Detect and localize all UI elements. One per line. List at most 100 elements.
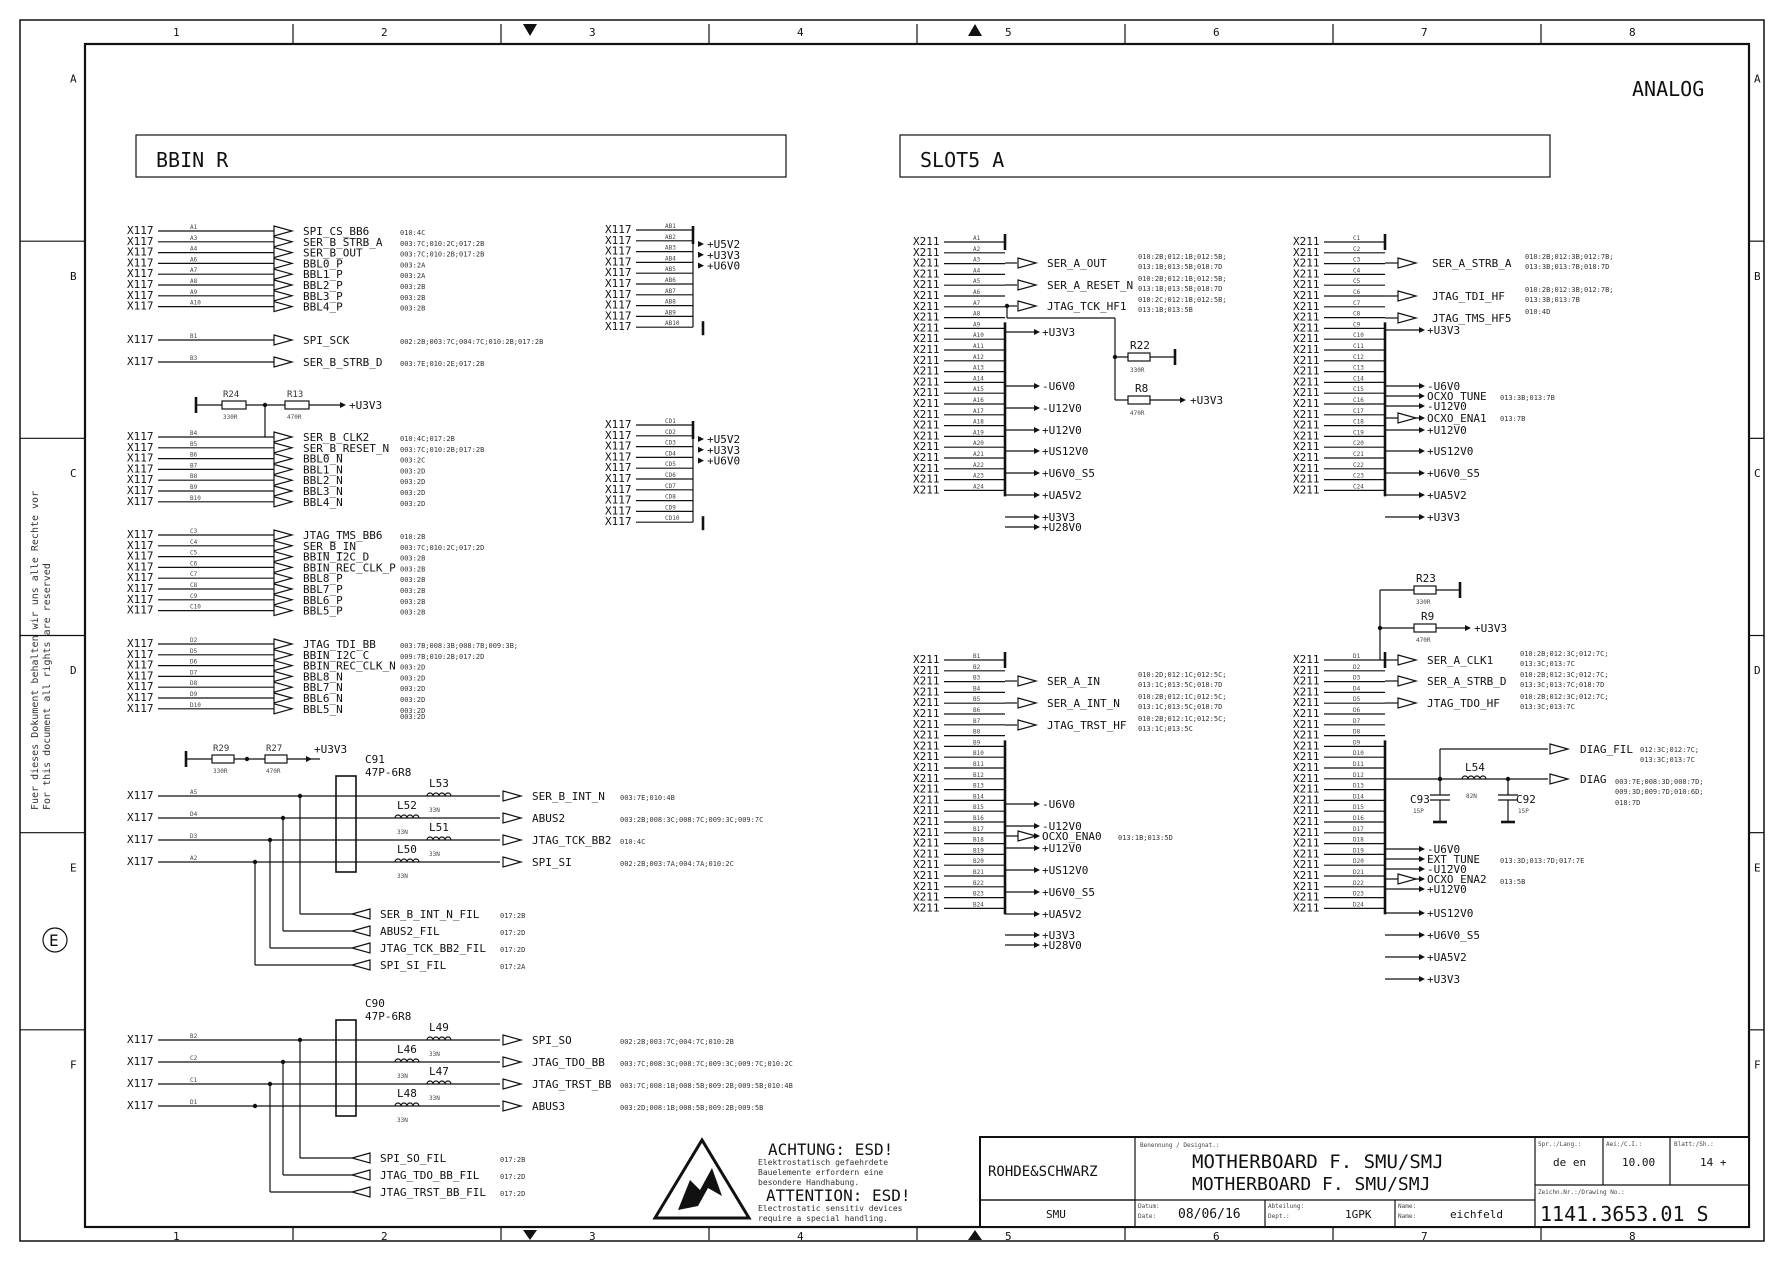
inductor <box>426 1036 452 1041</box>
field-label: Abteilung: <box>1268 1203 1304 1210</box>
row-label: E <box>70 861 77 874</box>
signal-name: SER_A_RESET_N <box>1047 279 1133 292</box>
port-arrow <box>273 236 295 248</box>
connector-ref: X211 <box>1293 332 1320 345</box>
row-label: B <box>70 270 77 283</box>
connector-ref: X117 <box>127 355 154 368</box>
sheet-ref: 010:4C <box>400 229 425 237</box>
field-label: Name: <box>1398 1203 1416 1210</box>
sheet-ref: 003:2D <box>400 674 425 682</box>
signal-name: BBL7_P <box>303 583 343 596</box>
port-arrow <box>1397 312 1419 324</box>
signal-name: SER_B_STRB_A <box>303 236 383 249</box>
page-label: ANALOG <box>1632 77 1704 101</box>
row-label: D <box>70 664 77 677</box>
signal-name: SER_B_INT_N <box>532 790 605 803</box>
arrow-icon <box>698 251 704 258</box>
sheet-ref: 018:7D <box>1615 799 1640 807</box>
pin-number: C9 <box>1353 321 1361 328</box>
pin-number: D2 <box>190 637 198 644</box>
column-label: 8 <box>1629 1230 1636 1243</box>
power-rail: +US12V0 <box>1427 445 1473 458</box>
center-marker-icon <box>968 24 982 36</box>
port-arrow <box>273 638 295 650</box>
signal-name: BBL7_N <box>303 681 343 694</box>
connector-ref: X211 <box>1293 343 1320 356</box>
pin-number: B8 <box>973 729 981 736</box>
signal-name: SER_A_INT_N <box>1047 697 1120 710</box>
connector-ref: X117 <box>605 461 632 474</box>
esd-triangle-icon <box>652 1137 752 1220</box>
pin-number: A24 <box>973 483 984 490</box>
sheet-ref: 013:3C;013:7C <box>1640 756 1695 764</box>
junction-dot <box>244 756 250 762</box>
port-arrow <box>349 925 371 937</box>
esd-title: ATTENTION: ESD! <box>766 1186 911 1205</box>
pin-number: C13 <box>1353 365 1364 372</box>
port-arrow <box>273 431 295 443</box>
connector-ref: X211 <box>913 750 940 763</box>
section-box <box>899 134 1551 178</box>
inductor <box>426 836 452 841</box>
sheet-ref: 003:7C;010:2C;017:2D <box>400 544 484 552</box>
pin-number: C1 <box>190 1077 198 1084</box>
connector-ref: X211 <box>913 707 940 720</box>
signal-name: JTAG_TDI_HF <box>1432 290 1505 303</box>
pin-number: B10 <box>973 750 984 757</box>
pin-number: C3 <box>190 528 198 535</box>
signal-name: JTAG_TCK_HF1 <box>1047 300 1126 313</box>
pin-number: D1 <box>190 1099 198 1106</box>
column-label: 7 <box>1421 1230 1428 1243</box>
component-value: 33N <box>429 1051 440 1058</box>
port-arrow <box>273 659 295 672</box>
ref-designator: R29 <box>213 744 229 754</box>
connector-ref: X211 <box>1293 397 1320 410</box>
pin-number: B6 <box>190 452 198 459</box>
arrow-icon <box>1034 514 1040 520</box>
pin-number: C6 <box>190 560 198 567</box>
designation: MOTHERBOARD F. SMU/SMJ <box>1192 1174 1430 1195</box>
connector-ref: X211 <box>913 462 940 475</box>
signal-name: BBL6_N <box>303 692 343 705</box>
pin-number: C9 <box>190 593 198 600</box>
port-arrow <box>273 300 295 313</box>
signal-name: SPI_SI <box>532 856 572 869</box>
connector-ref: X117 <box>127 256 154 269</box>
sheet-ref: 010:2B;012:1B;012:5B; <box>1138 275 1227 283</box>
sheet-ref: 013:1B;013:5B <box>1138 306 1193 314</box>
pin-number: B7 <box>190 462 198 469</box>
pin-number: C5 <box>190 550 198 557</box>
company-name: ROHDE&SCHWARZ <box>988 1164 1098 1180</box>
arrow-icon <box>1034 470 1040 476</box>
pin-number: D9 <box>190 691 198 698</box>
inductor <box>394 814 420 819</box>
pin-number: B8 <box>190 473 198 480</box>
sheet-ref: 013:3B;013:7B;018:7D <box>1525 263 1609 271</box>
arrow-icon <box>340 402 346 408</box>
component-value: 47P-6R8 <box>365 1010 411 1023</box>
connector-ref: X211 <box>1293 257 1320 270</box>
component-value: 33N <box>429 1095 440 1102</box>
port-arrow <box>273 649 295 661</box>
connector-ref: X211 <box>913 847 940 860</box>
port-arrow <box>349 1152 371 1164</box>
field-label: Zeichn.Nr.:/Drawing No.: <box>1538 1189 1625 1196</box>
arrow-icon <box>1034 405 1040 411</box>
signal-name: BBL8_P <box>303 572 343 585</box>
center-marker-icon <box>523 24 537 36</box>
connector-ref: X117 <box>127 495 154 508</box>
pin-number: C4 <box>1353 267 1361 274</box>
connector-ref: X211 <box>913 257 940 270</box>
power-rail: +U6V0_S5 <box>1427 467 1480 480</box>
power-rail: +US12V0 <box>1042 864 1088 877</box>
pin-number: B11 <box>973 761 984 768</box>
pin-number: B10 <box>190 495 201 502</box>
pin-number: C6 <box>1353 289 1361 296</box>
power-rail: +US12V0 <box>1042 445 1088 458</box>
pin-number: B7 <box>973 718 981 725</box>
connector-ref: X211 <box>913 826 940 839</box>
pin-number: AB6 <box>665 277 676 284</box>
ref-designator: L54 <box>1465 761 1485 774</box>
